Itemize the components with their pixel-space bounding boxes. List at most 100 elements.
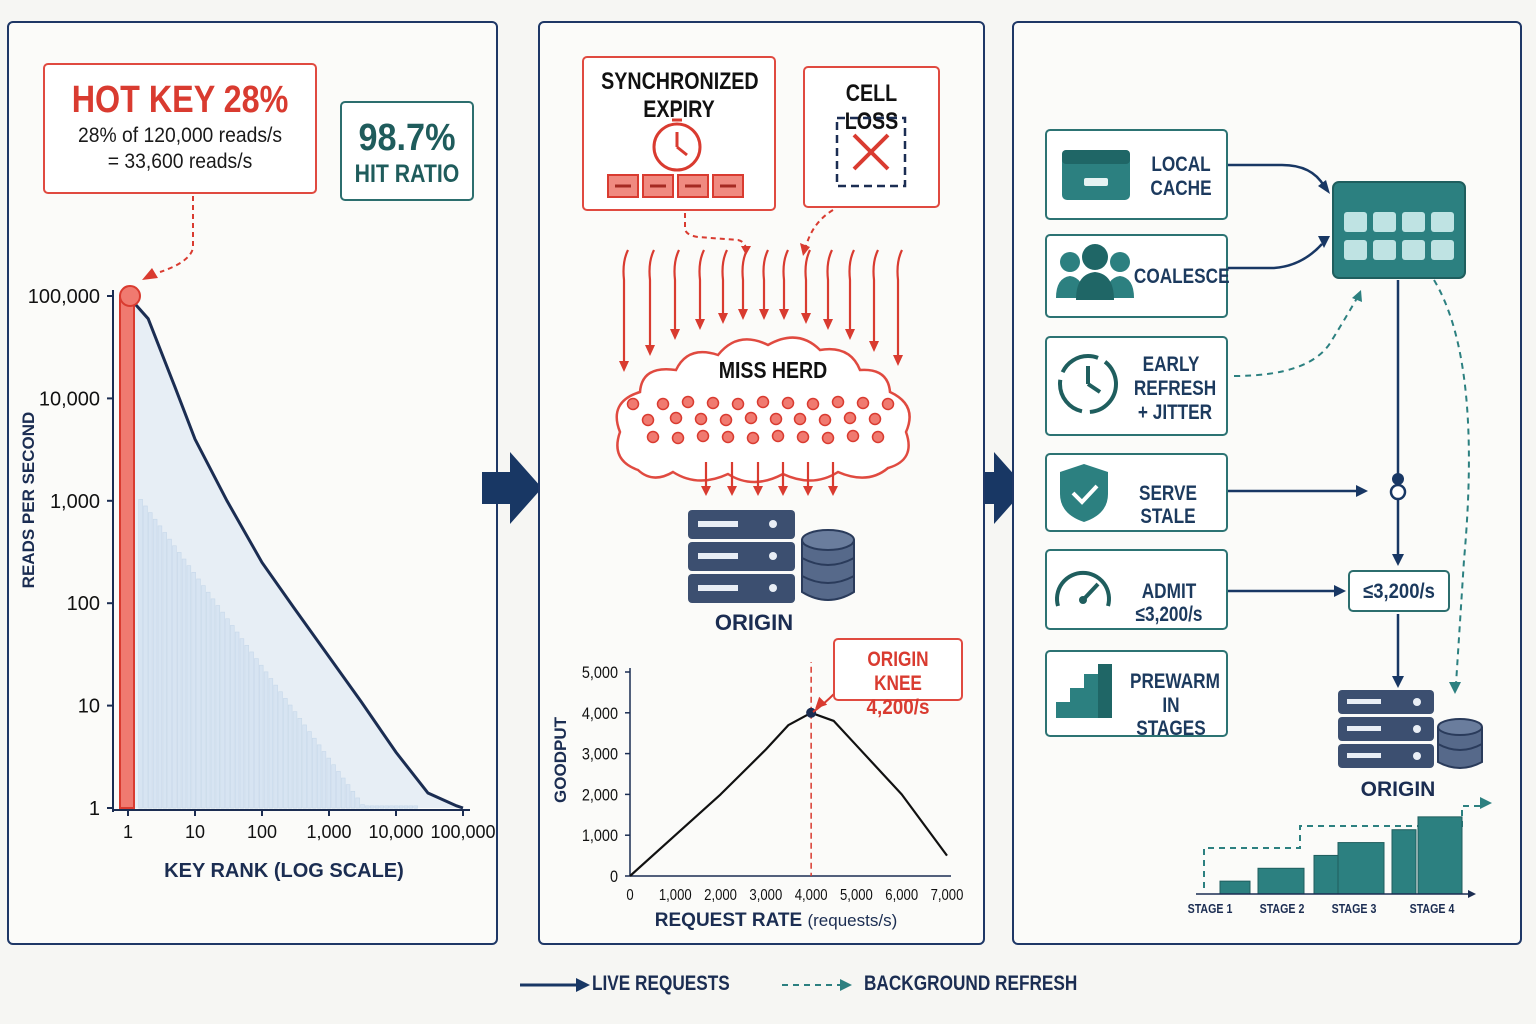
herd-dot bbox=[731, 397, 745, 411]
x-tick-label: 10 bbox=[185, 822, 205, 842]
coalesce-label: COALESCE bbox=[1133, 265, 1230, 288]
x-tick-label: 100 bbox=[247, 822, 277, 842]
miss-arrow bbox=[872, 249, 879, 342]
herd-dot bbox=[821, 431, 835, 445]
miss-arrow bbox=[896, 249, 903, 356]
sync-expiry-label-1: SYNCHRONIZED bbox=[601, 68, 759, 95]
hit-ratio-value: 98.7% bbox=[358, 117, 456, 159]
herd-dot bbox=[871, 430, 885, 444]
miss-arrow bbox=[826, 249, 833, 320]
y-tick-label: 3,000 bbox=[582, 746, 618, 764]
miss-herd-dots bbox=[626, 395, 895, 445]
herd-dot bbox=[771, 429, 785, 443]
serve-stale-label: SERVE STALE bbox=[1138, 482, 1198, 528]
herd-dot bbox=[696, 429, 710, 443]
herd-dot bbox=[669, 411, 683, 425]
distribution-area bbox=[128, 296, 463, 808]
herd-dot bbox=[831, 395, 845, 409]
miss-arrowhead bbox=[845, 329, 855, 340]
local-cache-label-1: LOCAL bbox=[1151, 153, 1211, 176]
stage-label: STAGE 1 bbox=[1188, 901, 1233, 916]
stage-label: STAGE 2 bbox=[1260, 901, 1305, 916]
hit-ratio-label: HIT RATIO bbox=[354, 160, 460, 188]
stage-bar bbox=[1219, 880, 1251, 895]
stage-bar bbox=[1313, 854, 1339, 895]
miss-arrowhead bbox=[759, 309, 769, 320]
miss-arrowhead bbox=[823, 319, 833, 330]
flow-arrow-2 bbox=[966, 452, 1026, 524]
herd-dot bbox=[626, 397, 640, 411]
origin-server-icon-small bbox=[1338, 690, 1483, 769]
origin-knee-callout: ORIGIN KNEE 4,200/s bbox=[833, 638, 963, 719]
hot-key-connector-arrowhead bbox=[142, 268, 158, 280]
prewarm-label-2: IN STAGES bbox=[1136, 694, 1206, 740]
local-cache-label-2: CACHE bbox=[1150, 177, 1212, 200]
miss-arrowhead bbox=[619, 361, 629, 372]
origin-label-2: ORIGIN bbox=[1361, 778, 1436, 801]
goodput-curve bbox=[629, 711, 948, 877]
hot-key-point bbox=[119, 285, 141, 307]
origin-arrowhead bbox=[727, 486, 737, 496]
miss-request-arrows bbox=[619, 249, 903, 372]
herd-dot bbox=[671, 431, 685, 445]
stage-axis-arrowhead bbox=[1468, 890, 1476, 898]
x-tick-label: 100,000 bbox=[430, 822, 495, 842]
origin-arrowhead bbox=[828, 486, 838, 496]
miss-arrowhead bbox=[670, 329, 680, 340]
x-tick-label: 7,000 bbox=[931, 887, 964, 904]
stage-bar bbox=[1257, 867, 1305, 895]
distribution-curve bbox=[126, 295, 464, 810]
x-tick-label: 0 bbox=[626, 887, 633, 904]
hot-key-title: HOT KEY 28% bbox=[71, 79, 289, 121]
hot-key-line1: 28% of 120,000 reads/s bbox=[77, 124, 283, 147]
origin-database-icon bbox=[801, 529, 855, 601]
miss-arrow bbox=[741, 249, 748, 310]
herd-dot bbox=[721, 430, 735, 444]
prewarm-label-1: PREWARM bbox=[1130, 670, 1220, 693]
herd-dot bbox=[846, 429, 860, 443]
y-tick-label: 100,000 bbox=[28, 286, 100, 308]
herd-dot bbox=[746, 431, 760, 445]
stage-bar bbox=[1337, 842, 1385, 895]
x-tick-label: 4,000 bbox=[795, 887, 828, 904]
herd-dot bbox=[706, 396, 720, 410]
miss-arrowhead bbox=[869, 341, 879, 352]
origin-knee-line1: ORIGIN KNEE bbox=[867, 648, 929, 695]
x-tick-label: 5,000 bbox=[840, 887, 873, 904]
miss-arrow bbox=[622, 249, 629, 362]
origin-server-icon bbox=[688, 510, 795, 603]
y-axis-label: READS PER SECOND bbox=[19, 412, 38, 589]
early-refresh-label-3: + JITTER bbox=[1137, 401, 1213, 424]
miss-arrowhead bbox=[893, 355, 903, 366]
y-tick-label: 2,000 bbox=[582, 786, 618, 804]
coalesce-card[interactable] bbox=[1045, 234, 1228, 318]
x-axis-label: REQUEST RATE (requests/s) bbox=[655, 910, 897, 931]
y-tick-label: 5,000 bbox=[582, 664, 618, 682]
early-refresh-card[interactable] bbox=[1045, 336, 1228, 436]
origin-request-arrows bbox=[701, 462, 838, 496]
stairs-icon bbox=[1056, 664, 1112, 718]
rate-limit-label: ≤3,200/s bbox=[1363, 580, 1435, 603]
miss-herd-diagram: MISS HERD ORIGIN 01,0002,0003,0004,0005,… bbox=[551, 116, 964, 931]
y-tick-label: 1,000 bbox=[582, 827, 618, 845]
miss-arrowhead bbox=[738, 309, 748, 320]
herd-dot bbox=[656, 397, 670, 411]
gauge-icon bbox=[1055, 570, 1111, 607]
y-tick-label: 10 bbox=[78, 696, 100, 718]
hot-key-connector bbox=[159, 196, 194, 273]
origin-arrowhead bbox=[803, 486, 813, 496]
knee-arrowhead bbox=[815, 696, 828, 709]
admit-card[interactable] bbox=[1045, 549, 1228, 630]
hot-key-callout: HOT KEY 28% 28% of 120,000 reads/s = 33,… bbox=[43, 63, 317, 194]
y-tick-label: 4,000 bbox=[582, 705, 618, 723]
flow-arrow-1 bbox=[482, 452, 542, 524]
herd-dot bbox=[756, 395, 770, 409]
origin-arrowhead bbox=[753, 486, 763, 496]
miss-arrow bbox=[782, 249, 789, 310]
cell-loss-box: CELL LOSS bbox=[803, 66, 940, 208]
admit-label: ADMIT ≤3,200/s bbox=[1135, 580, 1203, 626]
x-axis-label: KEY RANK (LOG SCALE) bbox=[164, 860, 404, 882]
